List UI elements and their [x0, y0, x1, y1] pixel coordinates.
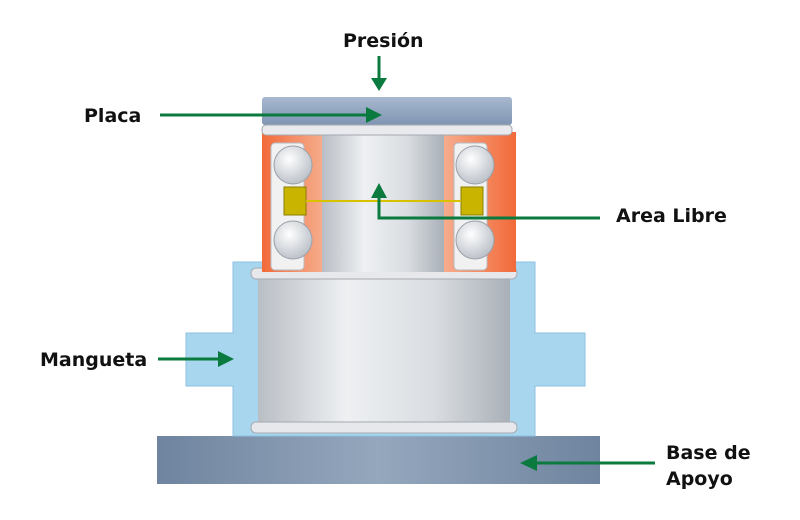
label-presion: Presión	[343, 30, 424, 52]
left-arrow-icon	[520, 455, 655, 471]
label-area-libre: Area Libre	[616, 205, 727, 227]
lower-hub	[258, 276, 510, 428]
right-arrow-icon	[158, 351, 234, 367]
lower-hub-rim-bottom	[250, 421, 518, 434]
label-base-line2: Apoyo	[666, 468, 733, 490]
plate-washer	[261, 124, 513, 136]
spacer-left	[283, 186, 307, 216]
ball-top-right	[455, 145, 495, 185]
up-arrow-icon	[371, 183, 600, 220]
label-base-de-apoyo: Base de Apoyo	[666, 440, 751, 492]
label-placa: Placa	[84, 105, 142, 127]
ball-top-left	[273, 145, 313, 185]
support-base	[157, 436, 600, 484]
ball-bottom-left	[273, 220, 313, 260]
spacer-right	[460, 186, 484, 216]
down-arrow-icon	[371, 56, 387, 91]
right-arrow-icon	[160, 107, 382, 123]
plate	[262, 97, 512, 125]
label-base-line1: Base de	[666, 442, 751, 464]
ball-bottom-right	[455, 220, 495, 260]
label-mangueta: Mangueta	[40, 349, 148, 371]
